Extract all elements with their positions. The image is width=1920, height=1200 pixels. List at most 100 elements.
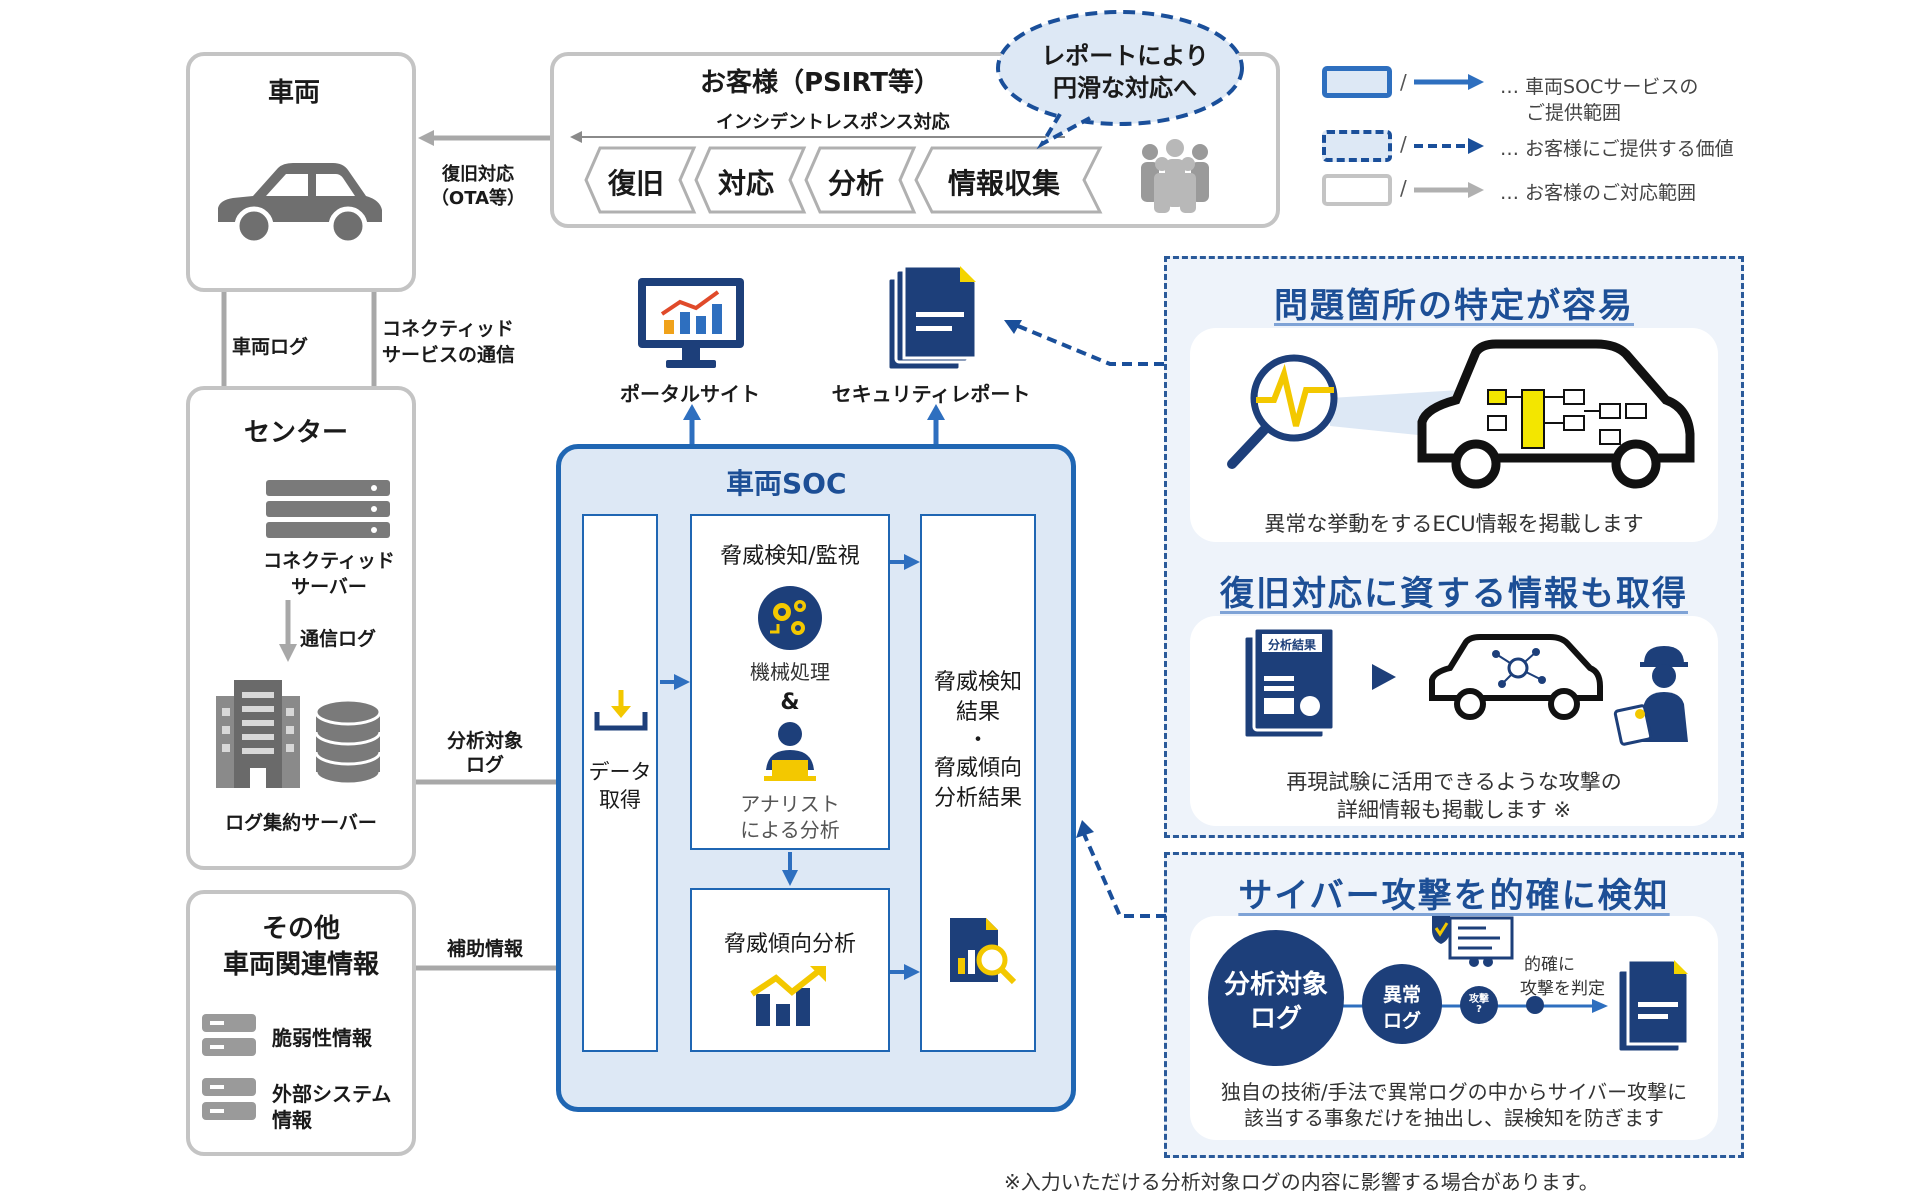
- external-system-label-2: 情報: [272, 1108, 312, 1132]
- legend-slash-1: /: [1400, 70, 1407, 94]
- report-magnifier-icon: [950, 918, 1017, 985]
- external-system-label-1: 外部システム: [272, 1082, 392, 1106]
- mid-circle-line-2: ログ: [1382, 1010, 1421, 1032]
- security-report-icon: [886, 264, 978, 372]
- step-response: 対応: [718, 167, 775, 200]
- small-circle-line-1: 攻撃: [1469, 994, 1489, 1005]
- soc-to-report-arrow: [927, 404, 945, 444]
- other-info-title-2: 車両関連情報: [222, 950, 379, 980]
- vulnerability-info-label: 脆弱性情報: [272, 1026, 372, 1050]
- results-line-5: 分析結果: [933, 786, 1022, 811]
- incident-flow-label: インシデントレスポンス対応: [716, 112, 950, 133]
- analysis-result-doc-label: 分析結果: [1268, 638, 1317, 652]
- analyst-label-2: による分析: [740, 818, 840, 842]
- comm-log-label: 通信ログ: [300, 628, 377, 650]
- mid-circle-line-1: 異常: [1382, 984, 1421, 1006]
- analyst-label-1: アナリスト: [740, 792, 840, 816]
- log-server-label: ログ集約サーバー: [225, 812, 377, 834]
- bubble-line-1: レポートにより: [1041, 42, 1209, 70]
- legend-item-2: … お客様にご提供する価値: [1500, 138, 1734, 160]
- legend-dashed-arrow: [1414, 138, 1484, 154]
- panel3-heading: サイバー攻撃を的確に検知: [1238, 876, 1670, 916]
- connected-server-label-2: サーバー: [291, 576, 367, 598]
- panel2-heading: 復旧対応に資する情報も取得: [1220, 574, 1688, 614]
- bubble-line-2: 円滑な対応へ: [1053, 74, 1197, 102]
- step-info-gathering: 情報収集: [948, 167, 1061, 200]
- footnote: ※入力いただける分析対象ログの内容に影響する場合があります。: [1004, 1170, 1599, 1194]
- building-database-icon: [216, 680, 382, 788]
- panel1-heading: 問題箇所の特定が容易: [1274, 286, 1634, 326]
- panel2-caption-2: 詳細情報も掲載します ※: [1336, 798, 1572, 822]
- panel2-caption-1: 再現試験に活用できるような攻撃の: [1286, 770, 1622, 794]
- data-acq-label-1: データ: [588, 760, 652, 784]
- value-speech-bubble: [996, 10, 1244, 150]
- results-line-1: 脅威検知: [933, 670, 1022, 695]
- judge-label-1: 的確に: [1524, 955, 1575, 975]
- legend-gray-arrow: [1414, 182, 1484, 198]
- people-icon: [1141, 139, 1209, 213]
- trend-chart-icon: [750, 966, 826, 1026]
- analysis-log-label-1: 分析対象: [446, 730, 523, 752]
- legend-dashed-swatch: [1322, 130, 1392, 162]
- soc-to-portal-arrow: [683, 404, 701, 444]
- analyst-icon: [764, 722, 816, 781]
- judge-label-2: 攻撃を判定: [1520, 979, 1605, 999]
- small-circle-line-2: ?: [1476, 1004, 1482, 1015]
- big-circle-line-1: 分析対象: [1223, 970, 1328, 1000]
- legend-solid-swatch: [1322, 66, 1392, 98]
- connected-comm-label-1: コネクティッド: [382, 318, 514, 340]
- legend-slash-2: /: [1400, 132, 1407, 156]
- customer-title: お客様（PSIRT等）: [700, 68, 941, 98]
- analyst-screen-icon: [1432, 916, 1514, 967]
- recovery-arrow: [418, 130, 550, 146]
- trend-to-results-arrow: [890, 964, 920, 980]
- threat-detection-box: [690, 514, 890, 850]
- detect-to-trend-arrow: [782, 852, 798, 886]
- vulnerability-info-icon: [202, 1014, 256, 1056]
- panel3-report-icon: [1616, 958, 1690, 1054]
- server-icon: [266, 480, 390, 538]
- play-triangle-icon: [1372, 664, 1396, 690]
- panel-to-report-dashed-arrow: [1004, 320, 1164, 366]
- incident-flow-arrow: [570, 131, 1065, 143]
- legend-gray-swatch: [1322, 174, 1392, 206]
- connected-server-label-1: コネクティッド: [263, 550, 395, 572]
- analysis-log-label-2: ログ: [465, 754, 504, 776]
- vehicle-soc-title: 車両SOC: [726, 467, 847, 500]
- network-car-illustration: [1429, 634, 1603, 720]
- engineer-tablet-icon: [1613, 646, 1688, 746]
- other-info-title-1: その他: [261, 914, 340, 944]
- panel-to-soc-dashed-arrow: [1076, 820, 1166, 918]
- legend-item-3: … お客様のご対応範囲: [1500, 182, 1697, 204]
- big-circle-line-2: ログ: [1249, 1004, 1302, 1034]
- vehicle-title: 車両: [268, 78, 321, 108]
- results-line-2: 結果: [955, 700, 1000, 725]
- machine-processing-label: 機械処理: [750, 660, 830, 684]
- analysis-log-circle: [1208, 930, 1344, 1066]
- aux-info-label: 補助情報: [446, 938, 523, 960]
- portal-monitor-icon: [638, 278, 744, 368]
- ecu-car-magnifier-illustration: [1227, 339, 1695, 489]
- results-line-4: 脅威傾向: [933, 756, 1022, 781]
- detect-to-results-arrow: [890, 554, 920, 570]
- vehicle-log-label: 車両ログ: [232, 336, 309, 358]
- legend-solid-arrow: [1414, 74, 1484, 90]
- step-analysis: 分析: [828, 167, 885, 200]
- car-icon: [218, 163, 382, 246]
- machine-gears-icon: [758, 586, 822, 650]
- legend-item-1: … 車両SOCサービスの: [1500, 76, 1699, 98]
- data-acquisition-column: [582, 514, 658, 1052]
- chevron-steps: [584, 146, 1103, 214]
- legend-item-1b: ご提供範囲: [1526, 102, 1622, 124]
- inbox-download-icon: [594, 690, 648, 731]
- data-acq-label-2: 取得: [599, 788, 641, 812]
- threat-trend-title: 脅威傾向分析: [723, 932, 856, 957]
- judge-dot: [1526, 996, 1544, 1014]
- panel3-caption-2: 該当する事象だけを抽出し、誤検知を防ぎます: [1244, 1106, 1664, 1130]
- anomaly-log-circle: [1362, 964, 1442, 1044]
- center-title: センター: [244, 418, 349, 448]
- connected-comm-label-2: サービスの通信: [382, 344, 516, 366]
- portal-label: ポータルサイト: [620, 382, 760, 406]
- step-recovery: 復旧: [608, 167, 665, 200]
- analysis-result-doc-icon: [1242, 626, 1336, 740]
